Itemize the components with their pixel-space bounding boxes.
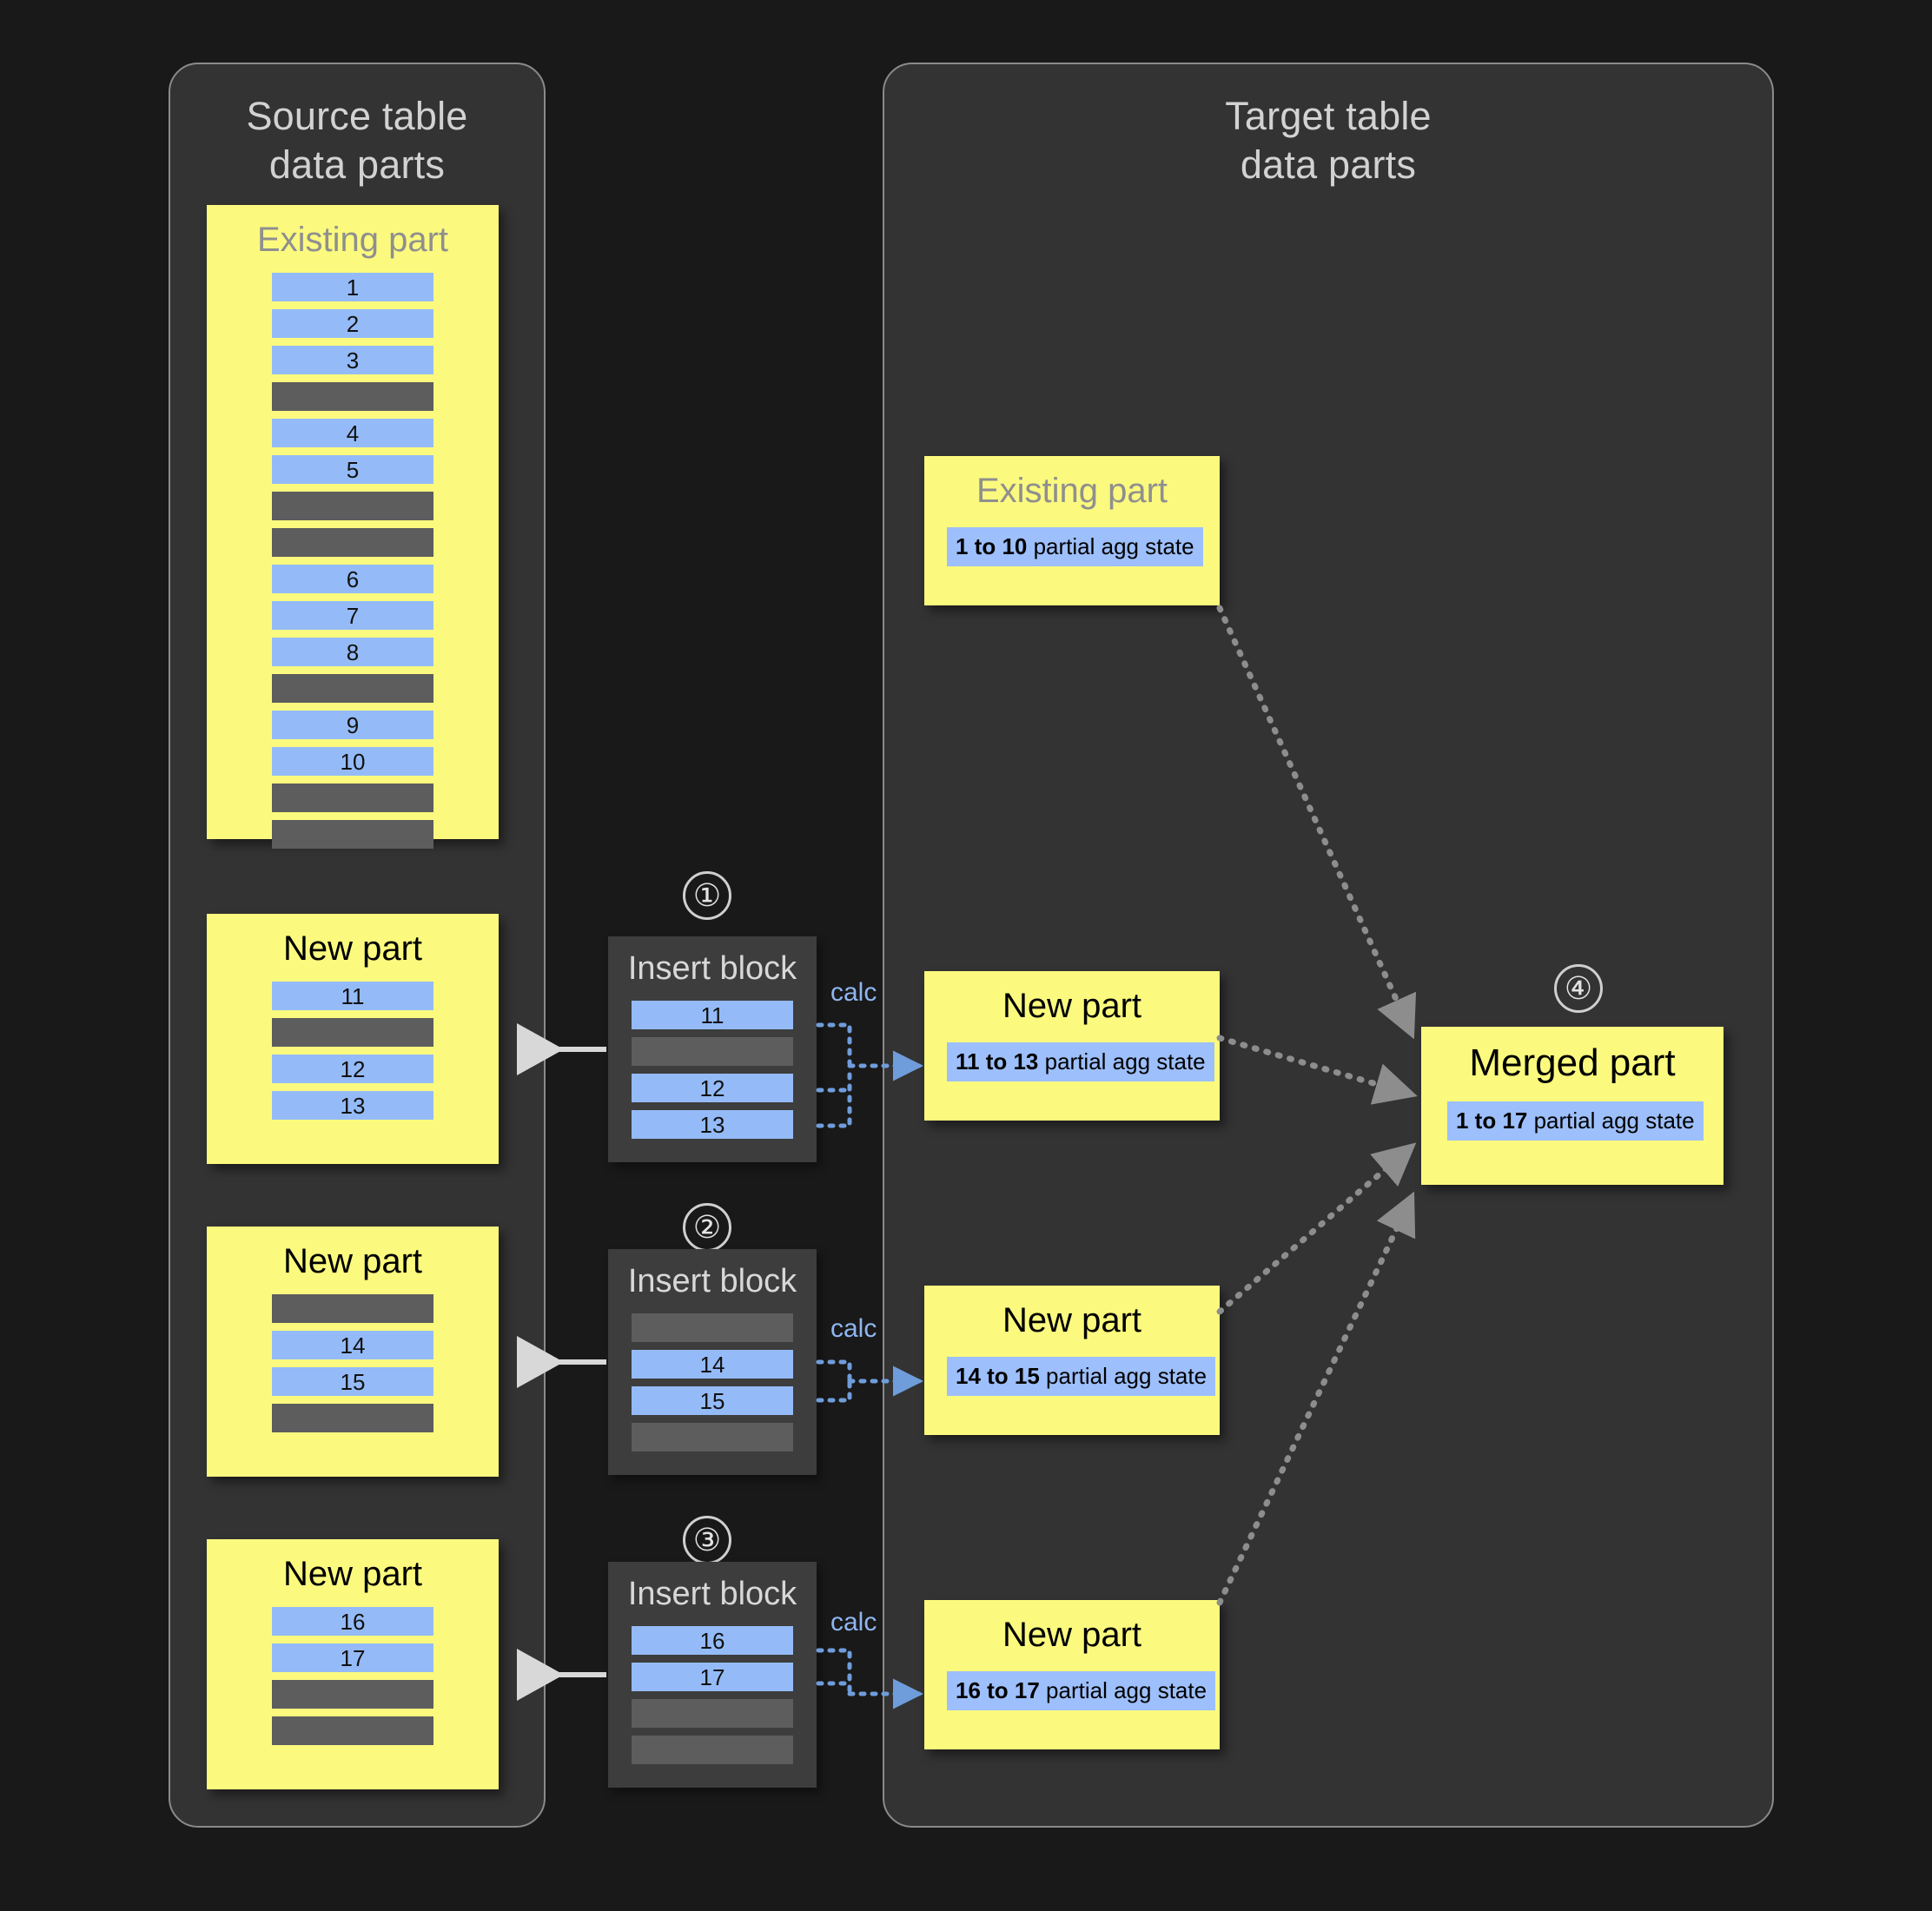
agg-state-wrap: 1 to 17 partial agg state: [1421, 1101, 1724, 1141]
insert-block-1: Insert block 11 12 13: [608, 936, 817, 1162]
data-row-empty: [632, 1736, 793, 1764]
source-new-part-1: New part 11 12 13: [207, 914, 499, 1164]
data-row-empty: [632, 1313, 793, 1342]
source-panel-title: Source table data parts: [246, 94, 468, 187]
data-row: 16: [272, 1607, 433, 1636]
data-row-empty: [272, 784, 433, 812]
data-row: 2: [272, 309, 433, 338]
agg-state-wrap: 16 to 17 partial agg state: [924, 1671, 1220, 1710]
target-panel-title: Target table data parts: [1225, 94, 1432, 187]
part-title: New part: [282, 1555, 423, 1593]
data-row: 13: [272, 1091, 433, 1120]
data-row: 12: [272, 1055, 433, 1083]
insert-block-rows: 11 12 13: [608, 1001, 817, 1139]
data-row-empty: [272, 492, 433, 520]
target-new-part-3: New part 16 to 17 partial agg state: [924, 1600, 1220, 1749]
data-row: 15: [272, 1367, 433, 1396]
data-row: 6: [272, 565, 433, 593]
target-new-part-1: New part 11 to 13 partial agg state: [924, 971, 1220, 1121]
data-row-empty: [272, 1018, 433, 1047]
agg-state-chip: 14 to 15 partial agg state: [947, 1357, 1216, 1396]
insert-block-title: Insert block: [627, 950, 797, 987]
agg-state-chip: 11 to 13 partial agg state: [947, 1042, 1214, 1081]
data-row: 3: [272, 346, 433, 374]
target-new-part-2: New part 14 to 15 partial agg state: [924, 1286, 1220, 1435]
data-row-empty: [272, 1294, 433, 1323]
data-row-empty: [632, 1037, 793, 1066]
data-row: 16: [632, 1626, 793, 1655]
data-row: 1: [272, 273, 433, 301]
step-circle-2: ②: [683, 1203, 731, 1252]
data-row: 14: [272, 1331, 433, 1359]
target-table-panel: Target table data parts: [883, 63, 1774, 1828]
part-title: Existing part: [976, 472, 1168, 510]
data-row: 5: [272, 455, 433, 484]
data-row-empty: [272, 674, 433, 703]
data-row-empty: [272, 1716, 433, 1745]
part-title: Merged part: [1469, 1041, 1676, 1084]
data-row: 9: [272, 711, 433, 739]
source-existing-part: Existing part 1 2 3 4 5 6 7 8 9 10: [207, 205, 499, 849]
step-circle-4: ④: [1554, 964, 1603, 1013]
data-row: 8: [272, 638, 433, 666]
data-row: 11: [272, 982, 433, 1010]
data-row: 4: [272, 419, 433, 447]
part-title: New part: [282, 929, 423, 968]
part-title: New part: [282, 1242, 423, 1280]
part-title: Existing part: [256, 221, 449, 259]
agg-state-chip: 16 to 17 partial agg state: [947, 1671, 1216, 1710]
data-row: 10: [272, 747, 433, 776]
data-row-empty: [632, 1699, 793, 1728]
step-circle-1: ①: [683, 871, 731, 920]
part-rows: 1 2 3 4 5 6 7 8 9 10: [207, 273, 499, 849]
calc-label-1: calc: [830, 978, 877, 1007]
step-circle-3: ③: [683, 1516, 731, 1564]
part-title: New part: [1002, 1301, 1142, 1339]
data-row-empty: [272, 382, 433, 411]
data-row: 13: [632, 1110, 793, 1139]
agg-state-wrap: 14 to 15 partial agg state: [924, 1357, 1220, 1396]
part-rows: 11 12 13: [207, 982, 499, 1120]
data-row-empty: [632, 1423, 793, 1451]
agg-state-wrap: 11 to 13 partial agg state: [924, 1042, 1220, 1081]
part-title: New part: [1002, 1616, 1142, 1654]
target-merged-part: Merged part 1 to 17 partial agg state: [1421, 1027, 1724, 1185]
data-row: 15: [632, 1386, 793, 1415]
data-row-empty: [272, 528, 433, 557]
data-row: 17: [632, 1663, 793, 1691]
target-existing-part: Existing part 1 to 10 partial agg state: [924, 456, 1220, 605]
data-row: 7: [272, 601, 433, 630]
calc-label-3: calc: [830, 1608, 877, 1637]
data-row: 17: [272, 1643, 433, 1672]
insert-block-title: Insert block: [627, 1263, 797, 1299]
insert-block-title: Insert block: [627, 1576, 797, 1612]
agg-state-chip: 1 to 10 partial agg state: [947, 527, 1203, 566]
data-row: 12: [632, 1074, 793, 1102]
data-row: 14: [632, 1350, 793, 1379]
data-row-empty: [272, 1404, 433, 1432]
agg-state-wrap: 1 to 10 partial agg state: [924, 527, 1220, 566]
data-row-empty: [272, 820, 433, 849]
agg-state-chip: 1 to 17 partial agg state: [1447, 1101, 1704, 1141]
part-title: New part: [1002, 987, 1142, 1025]
data-row: 11: [632, 1001, 793, 1029]
data-row-empty: [272, 1680, 433, 1709]
calc-label-2: calc: [830, 1314, 877, 1343]
